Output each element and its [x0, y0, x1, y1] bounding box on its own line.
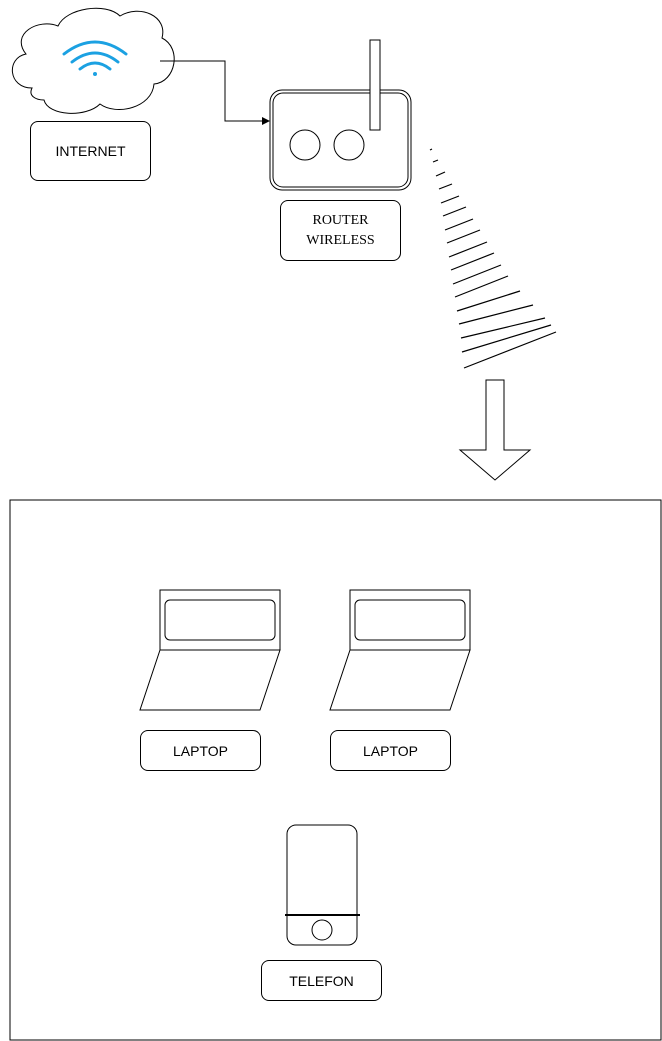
laptop-right-label-box: LAPTOP [330, 730, 451, 771]
router-label-line1: ROUTER [312, 212, 369, 228]
phone-label-box: TELEFON [261, 960, 382, 1001]
laptop-icon [139, 589, 281, 711]
laptop-right-label: LAPTOP [363, 742, 418, 759]
down-arrow-icon [458, 379, 532, 481]
cloud-router-connector [160, 60, 270, 125]
laptop-icon [329, 589, 471, 711]
internet-label: INTERNET [55, 143, 126, 159]
laptop-left-label-box: LAPTOP [140, 730, 261, 771]
router-antenna [369, 39, 381, 131]
internet-label-box: INTERNET [30, 121, 151, 181]
phone-label: TELEFON [289, 972, 354, 989]
phone-icon [285, 824, 360, 946]
wifi-icon [62, 40, 128, 76]
signal-waves-icon [429, 148, 557, 369]
router-icon [269, 39, 412, 191]
cloud-icon [11, 7, 175, 114]
laptop-left-label: LAPTOP [173, 742, 228, 759]
router-label-box: ROUTER WIRELESS [280, 200, 401, 261]
router-label-line2: WIRELESS [306, 232, 375, 248]
